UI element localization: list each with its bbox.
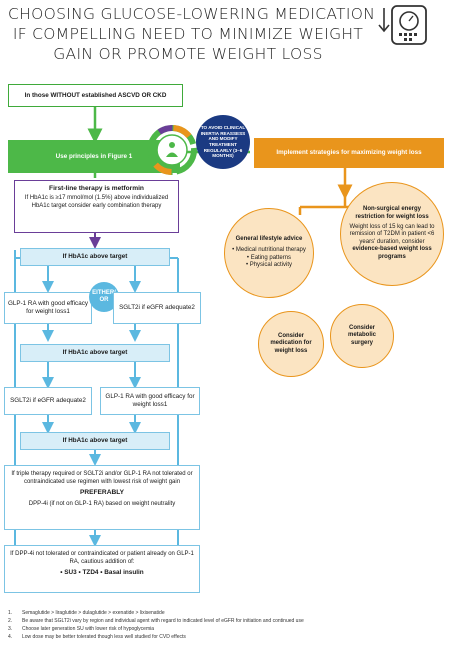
avoid-inertia-badge: TO AVOID CLINICAL INERTIA REASSESS AND M… (196, 115, 250, 169)
footnote: 3.Choose later generation SU with lower … (8, 626, 155, 632)
lifestyle-item: • Eating patterns (246, 254, 292, 261)
without-ascvd-ckd-box: In those WITHOUT established ASCVD OR CK… (8, 84, 183, 107)
lifestyle-item: • Physical activity (245, 262, 293, 269)
cautious-addition-box: If DPP-4i not tolerated or contraindicat… (4, 545, 200, 593)
glp1-ra-option-b: GLP-1 RA with good efficacy for weight l… (100, 387, 200, 415)
hba1c-above-target-1: If HbA1c above target (20, 248, 170, 266)
page-title: CHOOSING GLUCOSE-LOWERING MEDICATION IF … (8, 5, 376, 63)
triple-therapy-box: If triple therapy required or SGLT2i and… (4, 465, 200, 530)
lifestyle-item: • Medical nutritional therapy (232, 246, 306, 253)
hba1c-above-target-3: If HbA1c above target (20, 432, 170, 450)
implement-strategies-box: Implement strategies for maximizing weig… (254, 138, 444, 168)
lifestyle-advice-circle: General lifestyle advice • Medical nutri… (224, 208, 314, 298)
footnote: 4.Low dose may be better tolerated thoug… (8, 634, 186, 640)
hba1c-above-target-2: If HbA1c above target (20, 344, 170, 362)
footnotes: 1.Semaglutide > liraglutide > dulaglutid… (8, 609, 448, 641)
energy-restriction-circle: Non-surgical energy restriction for weig… (340, 182, 444, 286)
glp1-ra-option-a: GLP-1 RA with good efficacy for weight l… (4, 292, 92, 324)
footnote: 1.Semaglutide > liraglutide > dulaglutid… (8, 610, 165, 616)
weight-scale-icon (378, 5, 427, 45)
sglt2i-option-a: SGLT2i if eGFR adequate2 (113, 292, 201, 324)
sglt2i-option-b: SGLT2i if eGFR adequate2 (4, 387, 92, 415)
medication-weight-loss-circle: Consider medication for weight loss (258, 311, 324, 377)
footnote: 2.Be aware that SGLT2i vary by region an… (8, 618, 304, 624)
first-line-therapy-box: First-line therapy is metformin If HbA1c… (14, 180, 179, 233)
treatment-cycle-icon (147, 125, 197, 175)
metabolic-surgery-circle: Consider metabolic surgery (330, 304, 394, 368)
